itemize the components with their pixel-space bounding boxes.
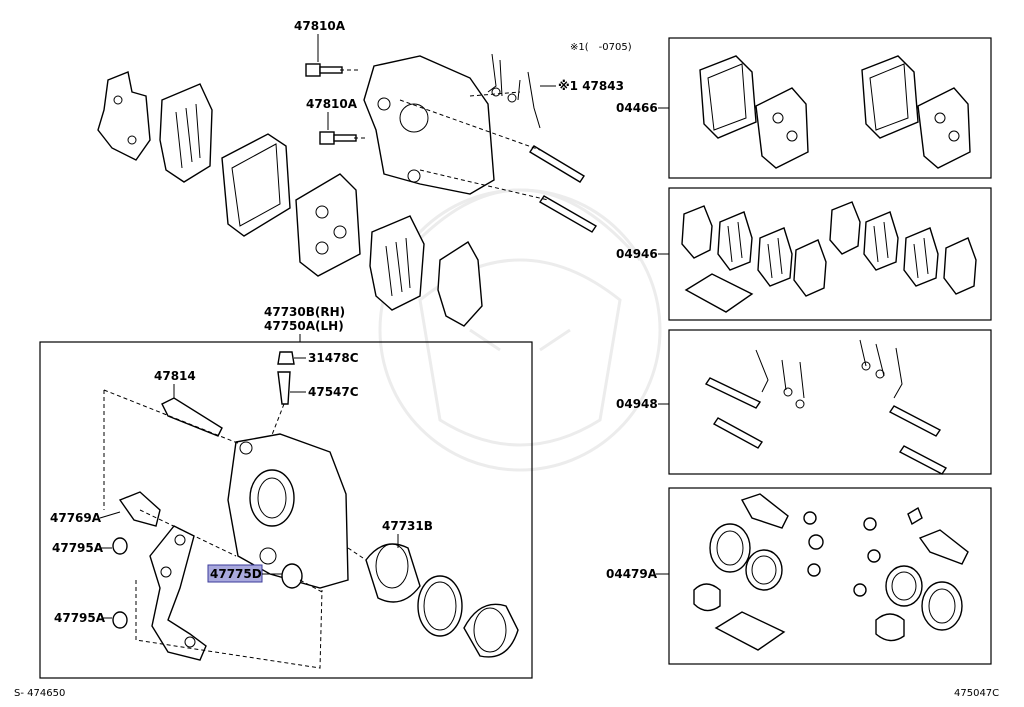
upper-assembly bbox=[97, 53, 597, 327]
bleeder-plug[interactable] bbox=[277, 371, 291, 405]
kit-04948-parts[interactable] bbox=[704, 339, 948, 475]
piston-dust-seal[interactable] bbox=[281, 563, 303, 589]
brake-pad-inner[interactable] bbox=[295, 173, 361, 277]
grease-packet-2 bbox=[714, 611, 786, 651]
bleeder-cap[interactable] bbox=[277, 351, 295, 365]
label-47814[interactable]: 47814 bbox=[154, 369, 196, 383]
label-47750a[interactable]: 47750A(LH) bbox=[264, 319, 344, 333]
label-note-range: ※1( -0705) bbox=[570, 42, 632, 53]
label-47730b[interactable]: 47730B(RH) bbox=[264, 305, 345, 319]
slide-pin-long[interactable] bbox=[529, 145, 585, 183]
kit-box-04948 bbox=[668, 329, 992, 475]
label-04948[interactable]: 04948 bbox=[616, 397, 658, 411]
anti-rattle-spring-1[interactable] bbox=[487, 53, 503, 97]
washer-47795a-upper[interactable] bbox=[112, 537, 128, 555]
torque-plate[interactable] bbox=[149, 525, 207, 661]
caliper-parts: 31478C 47547C 47814 47769A 47795A 47795 bbox=[50, 351, 519, 669]
washer-47795a-lower[interactable] bbox=[112, 611, 128, 629]
label-47547c[interactable]: 47547C bbox=[308, 385, 359, 399]
bolt-47810a-mid[interactable] bbox=[319, 131, 357, 145]
watermark-emblem bbox=[378, 188, 662, 472]
label-04479a[interactable]: 04479A bbox=[606, 567, 658, 581]
kit-04466-parts[interactable] bbox=[699, 55, 971, 169]
slide-pin-47814[interactable] bbox=[161, 397, 223, 437]
kit-04479a-parts[interactable] bbox=[693, 493, 969, 651]
anti-rattle-spring-2[interactable] bbox=[517, 71, 541, 129]
caliper-piston[interactable] bbox=[365, 543, 421, 603]
label-04946[interactable]: 04946 bbox=[616, 247, 658, 261]
footer-right-code: 475047C bbox=[954, 688, 999, 699]
grease-packet-1 bbox=[684, 273, 754, 313]
label-47795a-2[interactable]: 47795A bbox=[54, 611, 106, 625]
brake-pad-outer[interactable] bbox=[221, 133, 291, 237]
slide-pin-boot[interactable] bbox=[118, 491, 161, 527]
label-47810a-top[interactable]: 47810A bbox=[294, 19, 346, 33]
label-31478c[interactable]: 31478C bbox=[308, 351, 359, 365]
caliper-assembly-box bbox=[39, 341, 533, 679]
label-47731b[interactable]: 47731B bbox=[382, 519, 433, 533]
label-47795a-1[interactable]: 47795A bbox=[52, 541, 104, 555]
slide-pin-long-2[interactable] bbox=[539, 195, 597, 233]
label-04466[interactable]: 04466 bbox=[616, 101, 658, 115]
outer-shim[interactable] bbox=[97, 71, 151, 161]
piston-seal-ring[interactable] bbox=[417, 575, 463, 637]
label-47769a[interactable]: 47769A bbox=[50, 511, 102, 525]
kit-box-04479a bbox=[668, 487, 992, 665]
anti-squeal-shim[interactable] bbox=[369, 215, 425, 311]
caliper-mounting-bracket[interactable] bbox=[363, 55, 495, 195]
inner-shim[interactable] bbox=[159, 83, 213, 183]
label-47775d[interactable]: 47775D bbox=[210, 567, 262, 581]
piston-boot[interactable] bbox=[463, 603, 519, 658]
bolt-47810a-top[interactable] bbox=[305, 63, 343, 77]
label-47843[interactable]: ※1 47843 bbox=[558, 79, 624, 93]
label-47810a-mid[interactable]: 47810A bbox=[306, 97, 358, 111]
outer-shim-2[interactable] bbox=[437, 241, 483, 327]
kit-04946-parts[interactable] bbox=[681, 201, 977, 313]
footer-left-code: S- 474650 bbox=[14, 688, 65, 699]
